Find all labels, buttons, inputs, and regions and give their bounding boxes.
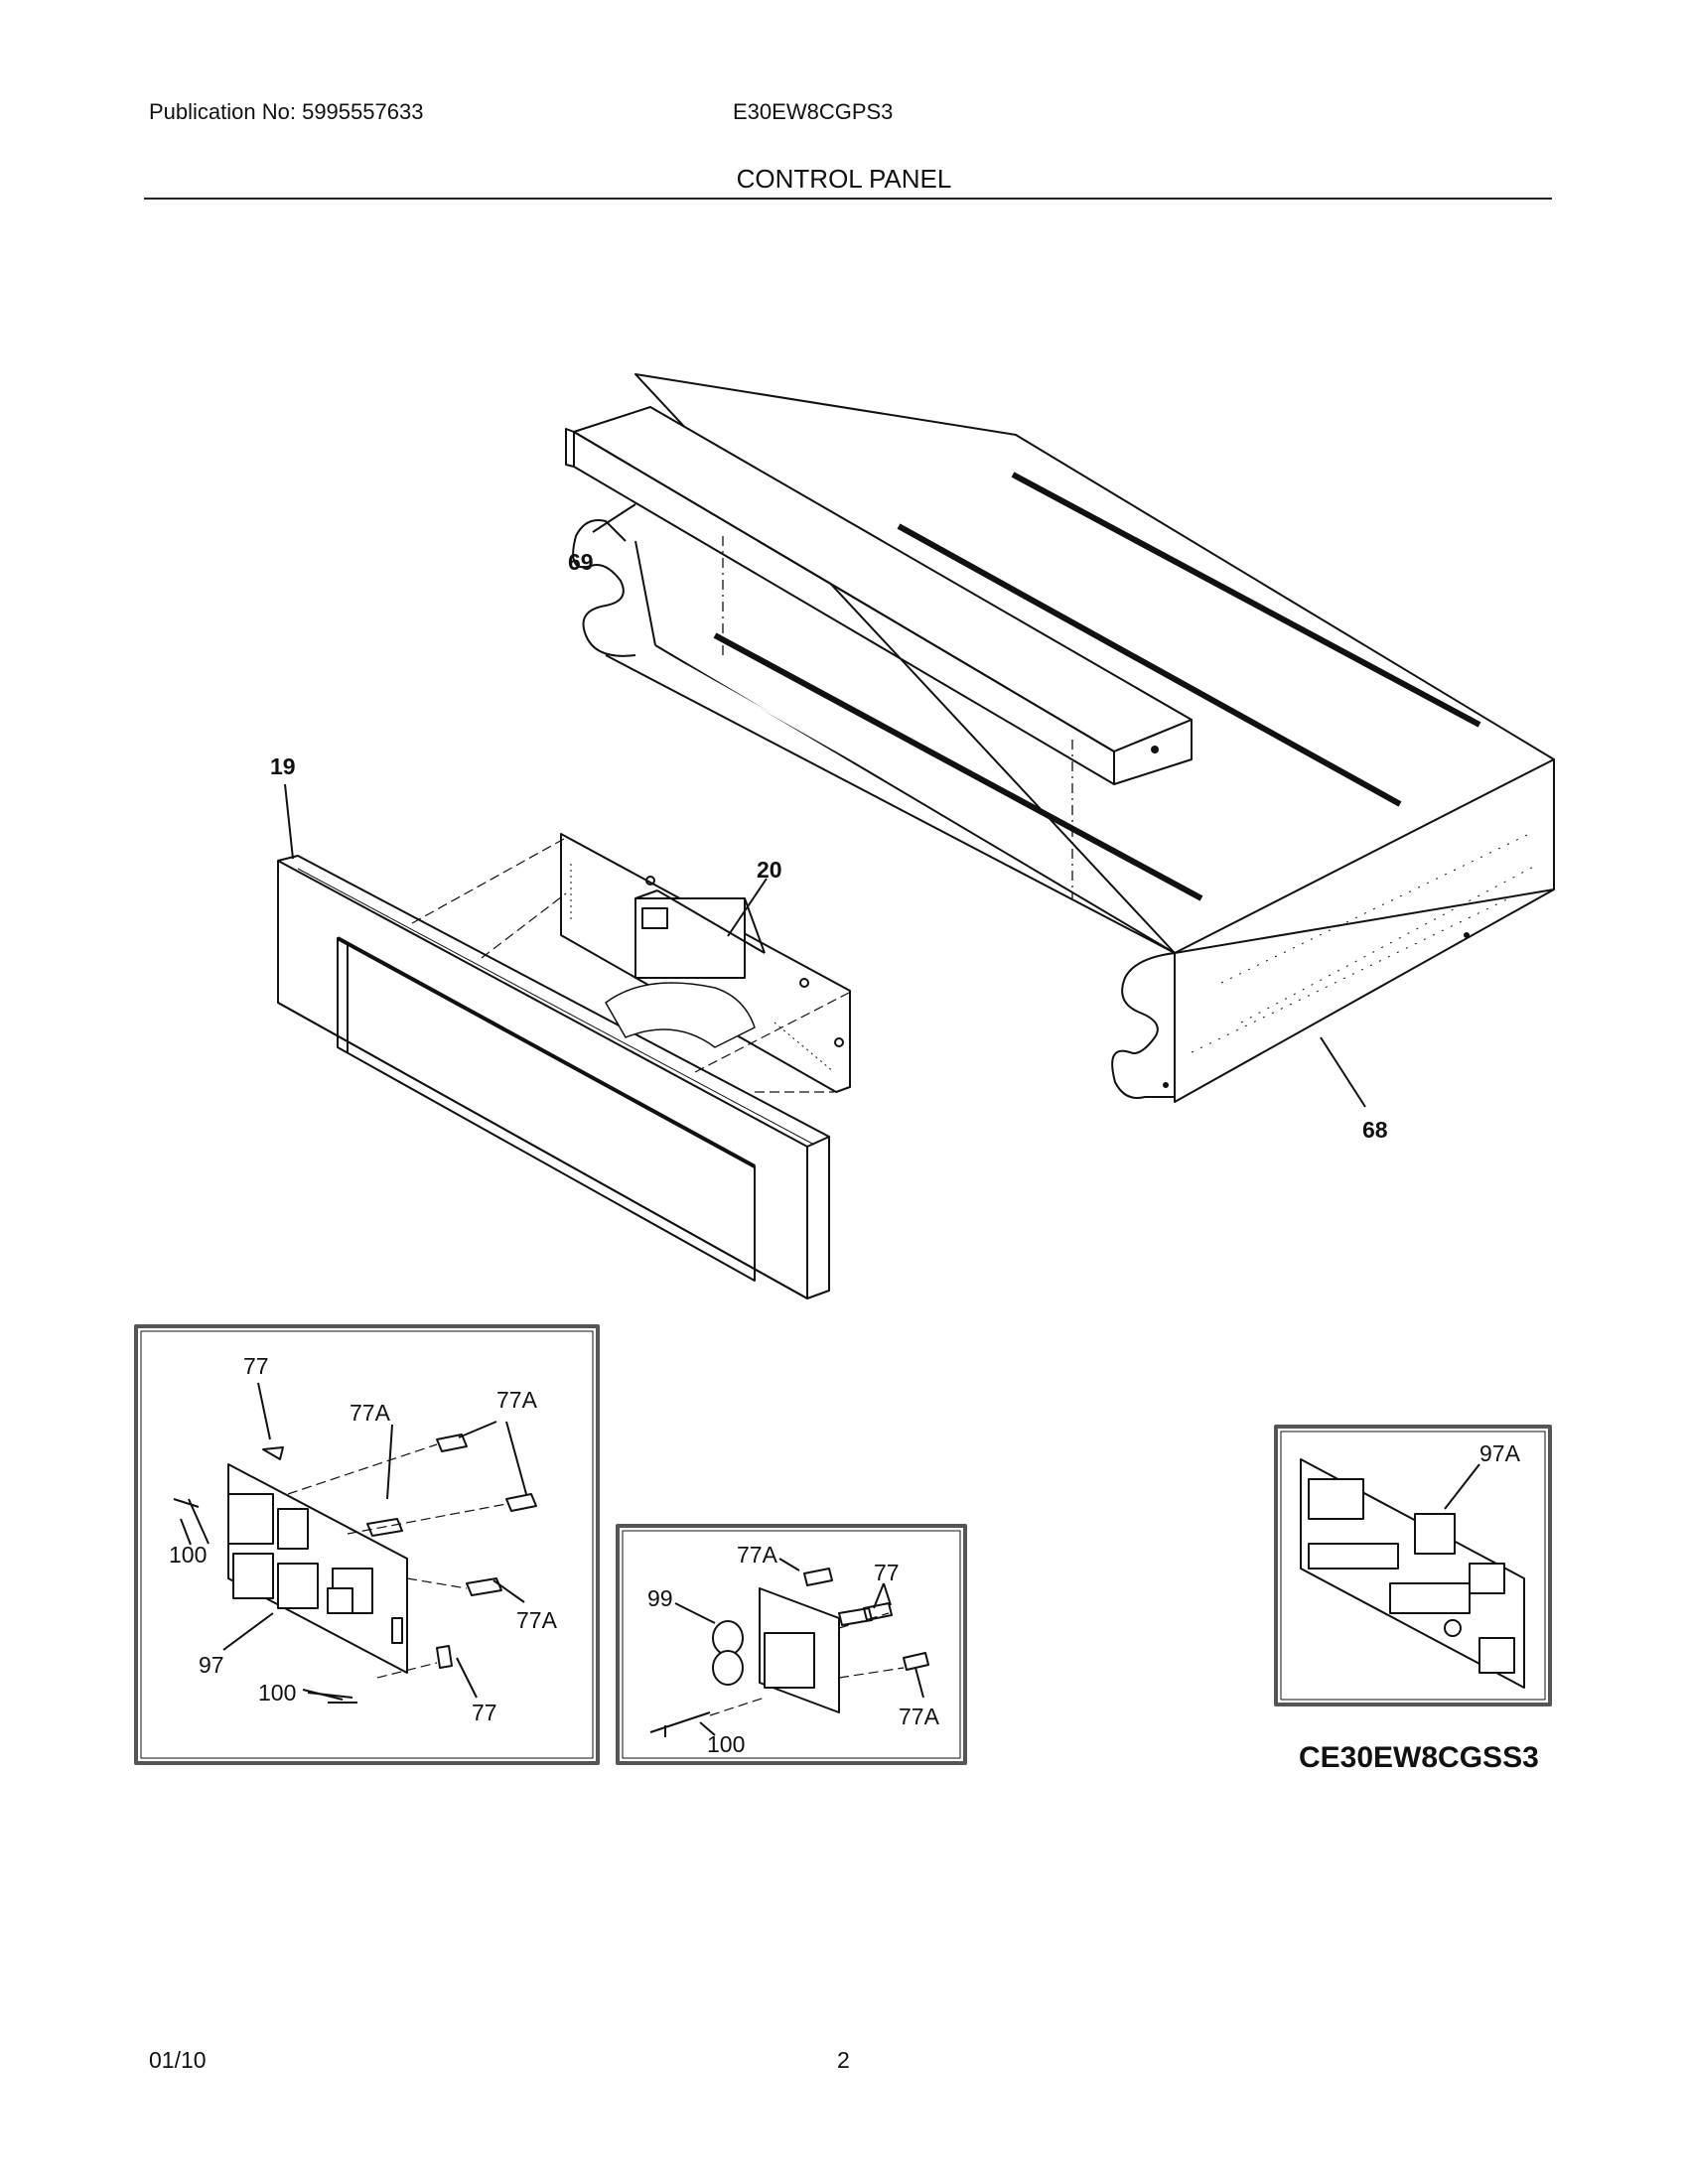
- callout-100: 100: [707, 1731, 745, 1757]
- section-title: CONTROL PANEL: [736, 164, 952, 194]
- footer-date: 01/10: [149, 2047, 207, 2073]
- callout-77: 77: [874, 1560, 900, 1585]
- callout-77a: 77A: [496, 1387, 538, 1413]
- mounting-bracket: [565, 406, 1193, 785]
- variant-model-label: CE30EW8CGSS3: [1299, 1741, 1539, 1774]
- callout-77: 77: [472, 1700, 497, 1725]
- front-control-panel: [277, 855, 830, 1299]
- callout-77: 77: [243, 1353, 269, 1379]
- callout-68: 68: [1362, 1117, 1388, 1143]
- callout-69: 69: [568, 549, 594, 575]
- inset-transformer-board: [616, 1524, 967, 1765]
- publication-number: Publication No: 5995557633: [149, 99, 424, 124]
- callout-77a: 77A: [899, 1704, 940, 1729]
- callout-77a: 77A: [516, 1607, 558, 1633]
- model-number: E30EW8CGPS3: [733, 99, 894, 124]
- page-number: 2: [837, 2047, 850, 2073]
- control-board: [560, 833, 851, 1093]
- callout-99: 99: [647, 1585, 673, 1611]
- callout-77a: 77A: [350, 1400, 391, 1426]
- callout-97: 97: [199, 1652, 224, 1678]
- callout-20: 20: [757, 857, 782, 883]
- inset-relay-board: [134, 1324, 600, 1765]
- callout-97a: 97A: [1479, 1440, 1521, 1466]
- inset-alternate-board: [1274, 1425, 1552, 1706]
- header-rule: [144, 198, 1552, 200]
- callout-100: 100: [169, 1542, 207, 1568]
- callout-100: 100: [258, 1680, 296, 1706]
- callout-77a: 77A: [737, 1542, 778, 1568]
- callout-19: 19: [270, 753, 296, 779]
